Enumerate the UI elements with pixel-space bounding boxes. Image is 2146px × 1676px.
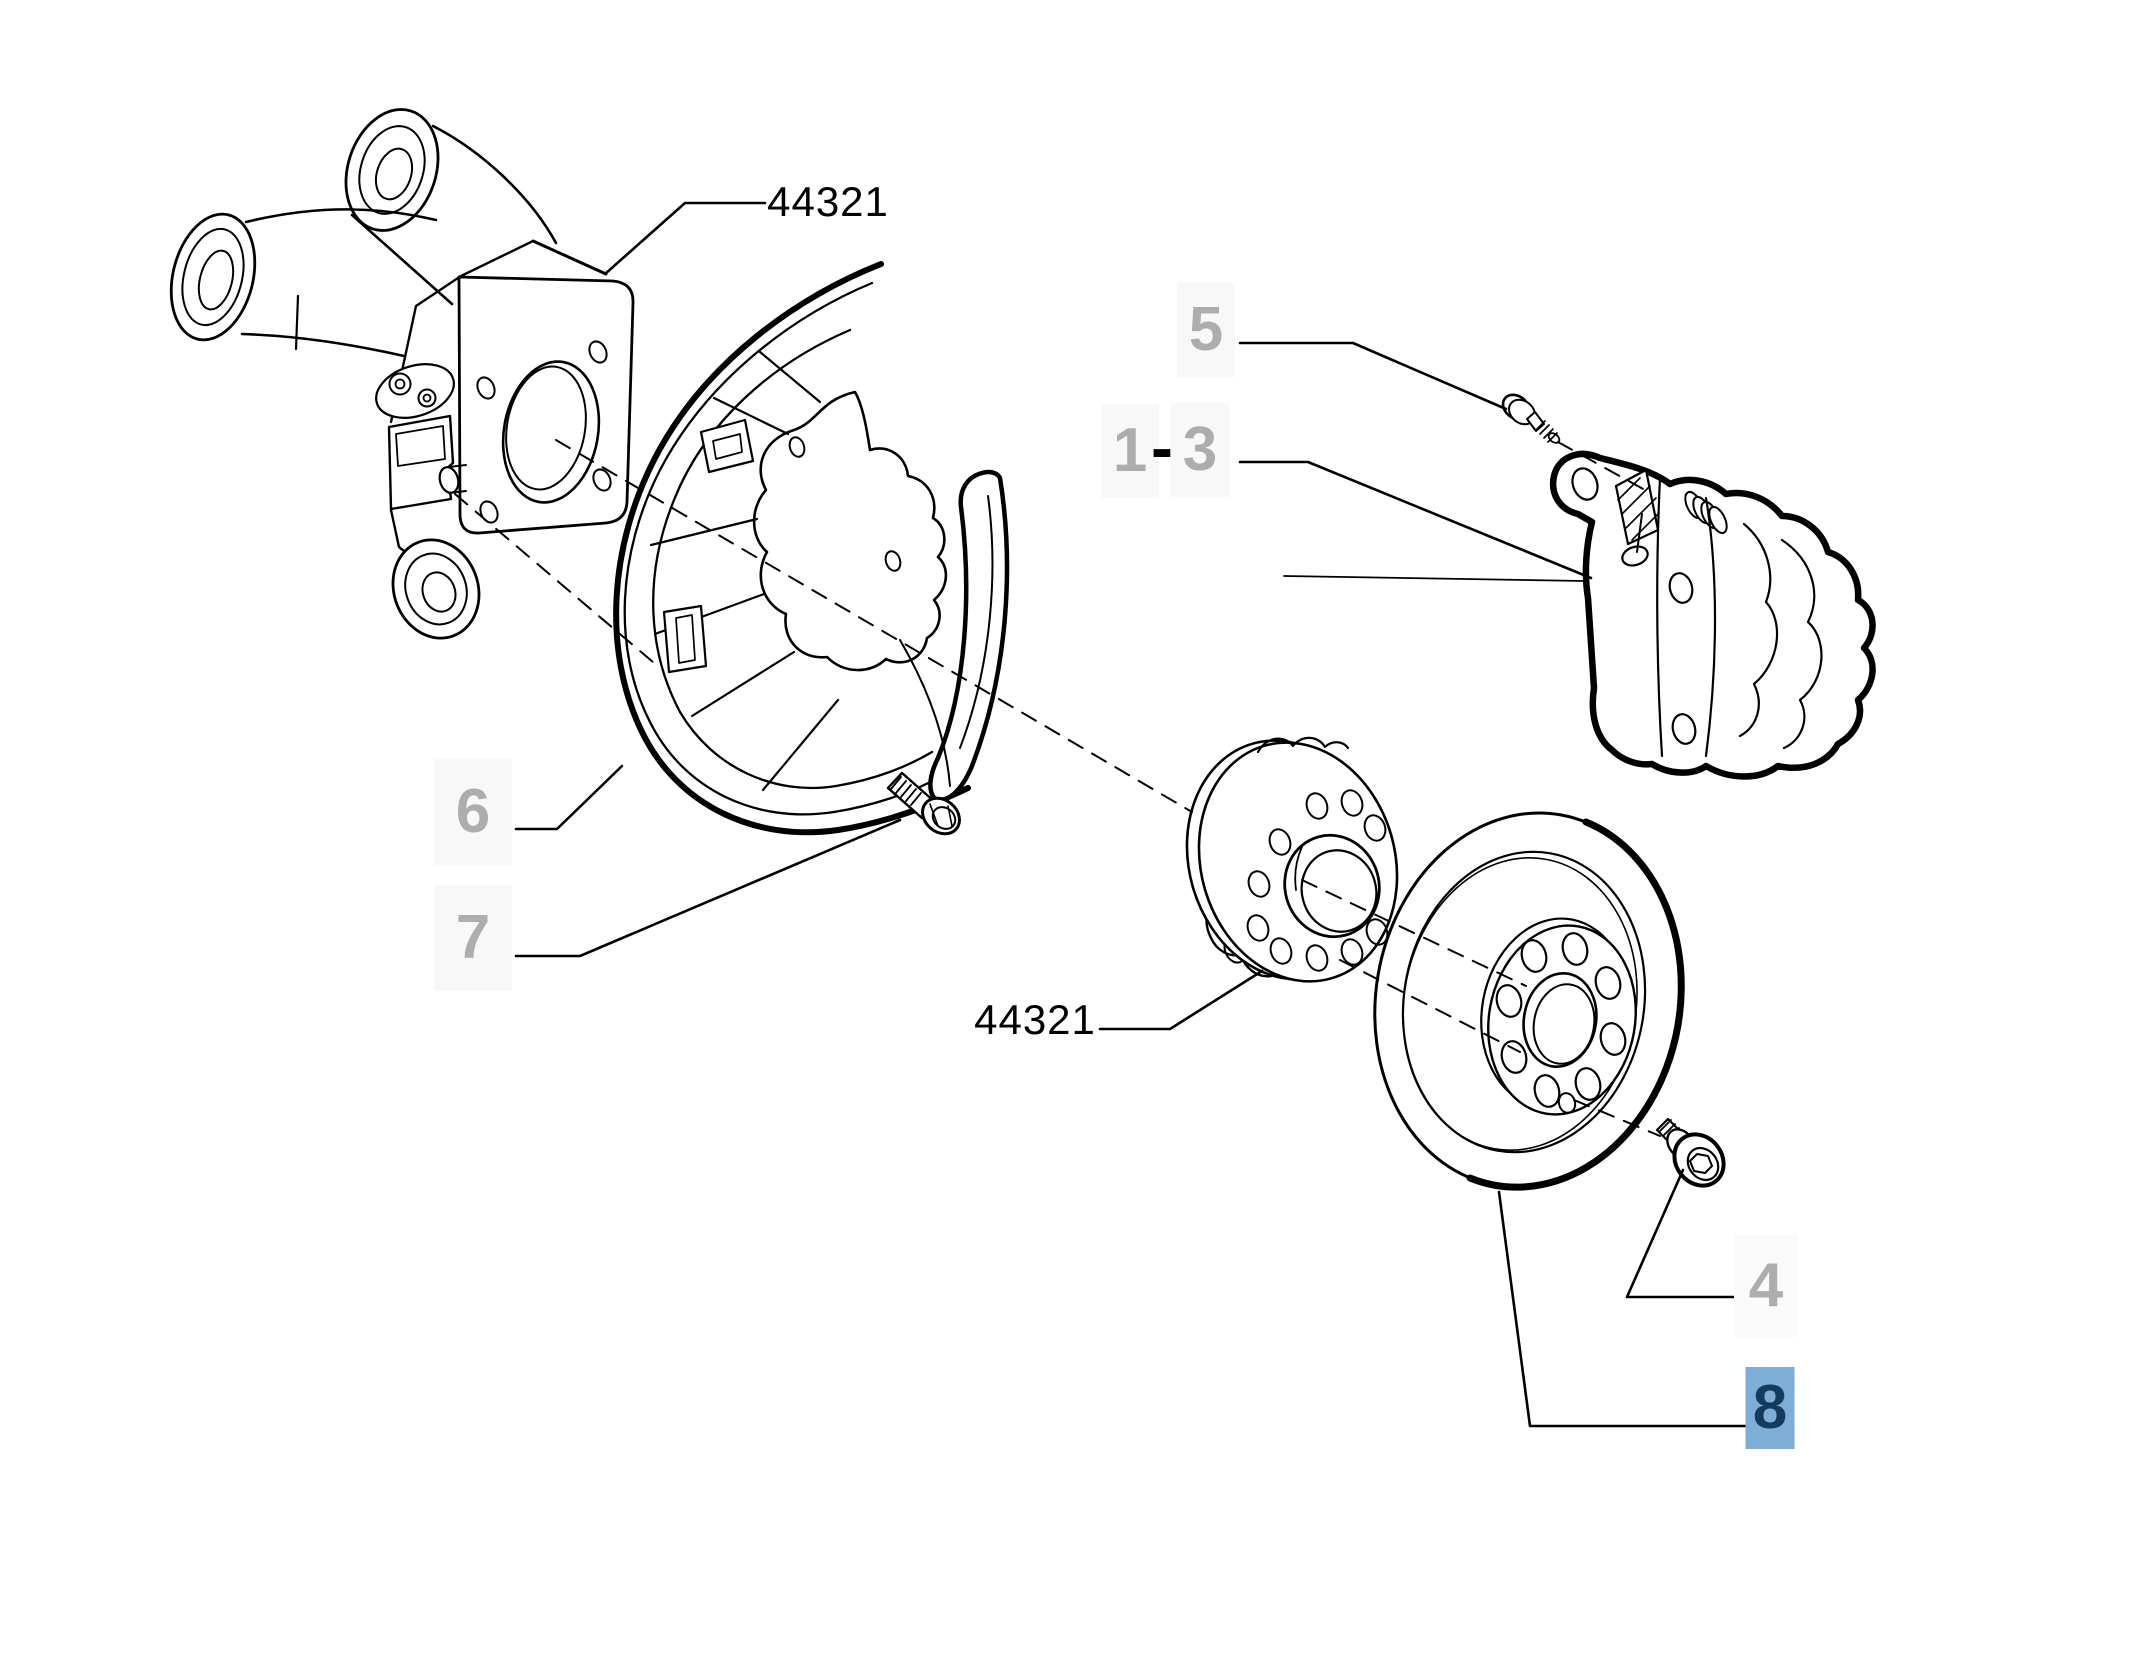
index-number-text: 7 [455,903,491,972]
index-number-text: 8 [1752,1373,1788,1442]
leader-item-6 [514,764,624,831]
index-number-text: 5 [1188,295,1224,364]
brake-disc-drawing[interactable] [1346,788,1711,1211]
callout-item-3[interactable]: 3 [1171,403,1229,497]
brake-caliper-drawing[interactable] [1283,450,1876,780]
callout-item-1[interactable]: 1 [1101,404,1159,498]
leader-item-8 [1497,1190,1748,1428]
callout-separator: - [1151,414,1173,480]
leader-item-7 [514,818,902,958]
bleed-screw-drawing[interactable] [1498,390,1561,445]
leader-hub-carrier-code [603,201,767,276]
leader-item-1-3 [1238,460,1593,580]
assembly-axis-dashes [454,439,1661,1137]
leader-item-4 [1625,1168,1739,1299]
disc-set-screw-drawing[interactable] [1655,1117,1734,1195]
index-number-text: 3 [1182,415,1218,484]
callout-item-4[interactable]: 4 [1734,1235,1798,1337]
hub-bearing-drawing[interactable] [1159,717,1424,1005]
leader-hub-bearing-code [1098,969,1264,1031]
leader-lines [514,201,1748,1428]
splash-shield-drawing[interactable] [613,261,1010,836]
index-number-text: 4 [1748,1251,1784,1320]
part-number-text: 44321 [974,996,1096,1043]
callout-item-6[interactable]: 6 [434,759,512,865]
hub-carrier-drawing[interactable] [159,97,635,650]
leader-item-5 [1238,341,1508,411]
callout-item-8-highlighted[interactable]: 8 [1745,1367,1795,1449]
callout-item-5[interactable]: 5 [1177,283,1235,377]
index-number-text: 1 [1112,416,1148,485]
callout-item-7[interactable]: 7 [434,885,512,991]
index-number-text: 6 [455,777,491,846]
part-number-text: 44321 [767,178,889,225]
callout-hub-carrier-code[interactable]: 44321 [767,178,889,226]
separator-text: - [1151,410,1173,484]
callout-hub-bearing-code[interactable]: 44321 [974,996,1096,1044]
shield-bolt-drawing[interactable] [886,771,967,841]
